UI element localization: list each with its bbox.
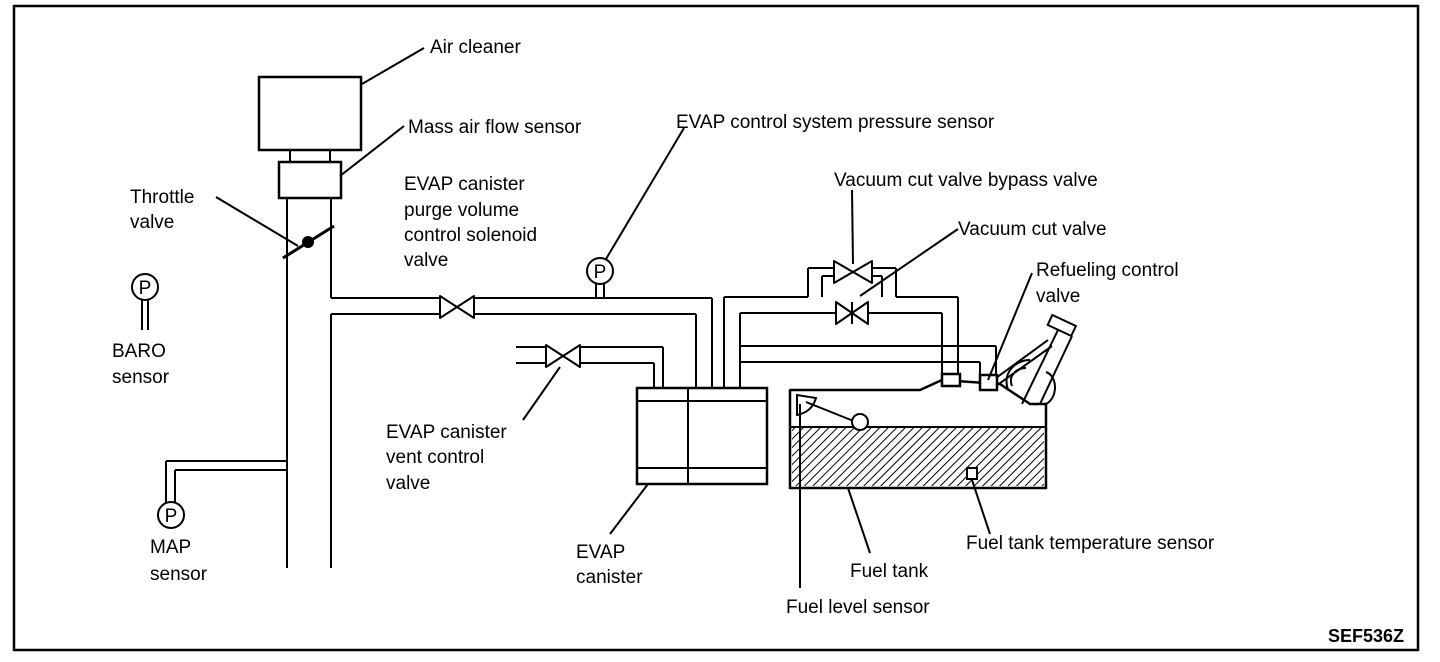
purge-line xyxy=(331,297,713,388)
svg-text:MAP: MAP xyxy=(150,537,191,558)
refueling-control-valve-label: Refueling control valve xyxy=(1036,260,1179,307)
fuel-level-sensor-symbol xyxy=(796,393,869,431)
pressure-p-mark: P xyxy=(594,262,607,283)
baro-p-mark: P xyxy=(139,278,152,299)
svg-text:Refueling control: Refueling control xyxy=(1036,260,1179,281)
pressure-sensor-symbol: P xyxy=(586,257,614,298)
fuel-tank-temp-sensor-label: Fuel tank temperature sensor xyxy=(966,533,1215,554)
svg-text:EVAP: EVAP xyxy=(576,542,625,563)
filler-neck xyxy=(995,313,1078,405)
air-cleaner-box xyxy=(257,75,363,152)
intake-tube xyxy=(286,198,332,568)
map-sensor-symbol: P xyxy=(157,460,287,529)
svg-text:canister: canister xyxy=(576,567,643,588)
purge-valve-symbol xyxy=(439,295,475,319)
evap-canister-label: EVAP canister xyxy=(576,542,643,588)
throttle-valve-symbol xyxy=(282,224,335,260)
baro-sensor-symbol: P xyxy=(131,273,159,330)
bypass-loop xyxy=(807,260,897,297)
vent-line xyxy=(516,346,664,388)
fuel-tank-label: Fuel tank xyxy=(850,561,929,582)
vent-valve-symbol xyxy=(545,344,581,368)
mass-air-flow-sensor-label: Mass air flow sensor xyxy=(408,117,582,138)
vacuum-cut-valve-label: Vacuum cut valve xyxy=(958,219,1107,240)
figure-code: SEF536Z xyxy=(1328,626,1404,646)
fuel-level-hatch xyxy=(792,427,1044,486)
svg-text:EVAP canister: EVAP canister xyxy=(386,422,507,443)
tank-vapor-lines xyxy=(723,296,997,388)
svg-text:valve: valve xyxy=(1036,286,1080,307)
map-p-mark: P xyxy=(165,506,178,527)
fuel-tank-body xyxy=(788,378,1048,490)
svg-text:valve: valve xyxy=(130,212,174,233)
svg-text:sensor: sensor xyxy=(150,564,208,585)
map-sensor-label: MAP sensor xyxy=(150,537,208,585)
leader-lines xyxy=(215,47,1033,588)
pressure-sensor-label: EVAP control system pressure sensor xyxy=(676,112,995,133)
svg-text:EVAP canister: EVAP canister xyxy=(404,174,525,195)
purge-valve-label: EVAP canister purge volume control solen… xyxy=(404,174,537,271)
throttle-valve-label: Throttle valve xyxy=(130,187,194,233)
refueling-control-valve-port xyxy=(978,373,999,392)
svg-text:valve: valve xyxy=(404,250,448,271)
evap-canister-body xyxy=(635,386,769,486)
svg-text:BARO: BARO xyxy=(112,341,166,362)
air-cleaner-label: Air cleaner xyxy=(430,37,521,58)
svg-text:vent control: vent control xyxy=(386,447,484,468)
svg-text:control solenoid: control solenoid xyxy=(404,225,537,246)
vent-valve-label: EVAP canister vent control valve xyxy=(386,422,507,494)
svg-text:valve: valve xyxy=(386,473,430,494)
mass-air-flow-sensor-box xyxy=(277,160,343,200)
vacuum-cut-bypass-valve-label: Vacuum cut valve bypass valve xyxy=(834,170,1098,191)
baro-sensor-label: BARO sensor xyxy=(112,341,170,388)
diagram-frame xyxy=(12,4,1420,652)
svg-text:sensor: sensor xyxy=(112,367,170,388)
vacuum-cut-valve-symbol xyxy=(835,301,869,325)
svg-text:Throttle: Throttle xyxy=(130,187,194,208)
svg-text:purge volume: purge volume xyxy=(404,200,519,221)
vacuum-cut-valve-port xyxy=(940,372,962,388)
fuel-level-sensor-label: Fuel level sensor xyxy=(786,597,930,618)
fuel-tank-temp-sensor-symbol xyxy=(966,467,978,480)
